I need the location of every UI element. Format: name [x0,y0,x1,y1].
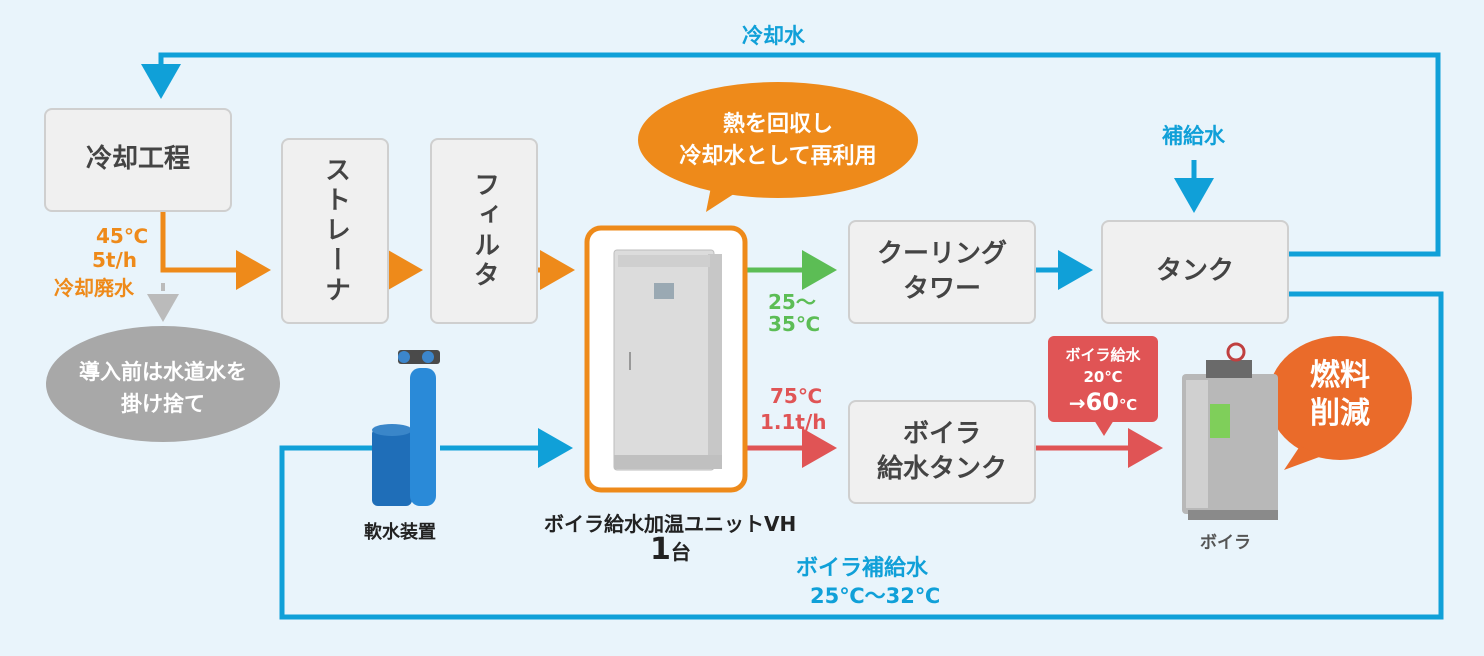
waste-temp-label: 45℃ [96,224,149,248]
heat-recovery-text-1: 熱を回収し [722,112,833,137]
boiler-makeup-temp: 25℃～32℃ [810,584,941,608]
strainer-label: ストレーナ [320,156,351,306]
softener-caption: 軟水装置 [364,522,436,543]
boiler-illustration [1182,342,1278,520]
cooling-tower-label-1: クーリング [876,238,1007,269]
feedwater-callout-shape [1048,336,1158,436]
before-intro-bubble-shape [46,326,280,442]
cooling-process-box: 冷却工程 [44,108,232,212]
boiler-caption: ボイラ [1200,533,1251,553]
waste-flow-label: 5t/h [92,248,138,272]
feedwater-title: ボイラ給水 [1065,346,1141,364]
green-temp-label-1: 25～ [768,290,816,314]
heat-recovery-text-2: 冷却水として再利用 [679,144,877,169]
tank-box: タンク [1101,220,1289,324]
tank-label: タンク [1155,256,1234,287]
unit-count-unit: 台 [670,540,691,564]
fuel-reduction-text-2: 削減 [1310,396,1370,431]
unit-count-num: 1 [650,532,671,567]
cooling-tower-label-2: タワー [902,274,981,304]
boiler-feed-tank-label-2: 給水タンク [876,454,1007,484]
waste-water-pipe-1 [160,212,271,290]
filter-box: フィルタ [430,138,538,324]
before-intro-text-2: 掛け捨て [121,392,205,416]
cooling-water-label: 冷却水 [742,24,805,48]
vh-unit-illustration [613,249,722,471]
cooling-process-label: 冷却工程 [85,144,190,175]
boiler-makeup-title: ボイラ補給水 [796,556,929,581]
feedwater-to-value: 60 [1085,388,1119,416]
feedwater-to: →60℃ [1048,388,1158,416]
heat-recovery-bubble-shape [638,82,918,212]
fuel-reduction-text-1: 燃料 [1310,358,1370,393]
red-flow-label: 1.1t/h [760,410,827,434]
fuel-reduction-bubble-shape [1268,336,1412,470]
green-temp-label-2: 35℃ [768,312,821,336]
before-intro-text-1: 導入前は水道水を [79,360,247,384]
cooling-tower-box: クーリング タワー [848,220,1036,324]
boiler-feed-tank-label-1: ボイラ [902,418,981,449]
boiler-feed-tank-box: ボイラ 給水タンク [848,400,1036,504]
unit-count-caption: 1台 [650,532,691,567]
red-temp-label: 75℃ [770,384,823,408]
cooling-water-return-pipe [141,52,1441,257]
feedwater-to-unit: ℃ [1119,396,1138,414]
waste-name-label: 冷却廃水 [54,276,134,300]
boiler-makeup-loop-pipe [279,291,1444,620]
strainer-box: ストレーナ [281,138,389,324]
unit-name-caption: ボイラ給水加温ユニットVH [544,512,797,536]
makeup-water-label: 補給水 [1162,124,1225,148]
filter-label: フィルタ [469,171,500,291]
softener-illustration [372,350,440,506]
feedwater-to-prefix: → [1068,391,1086,415]
feedwater-from: 20℃ [1083,368,1123,386]
